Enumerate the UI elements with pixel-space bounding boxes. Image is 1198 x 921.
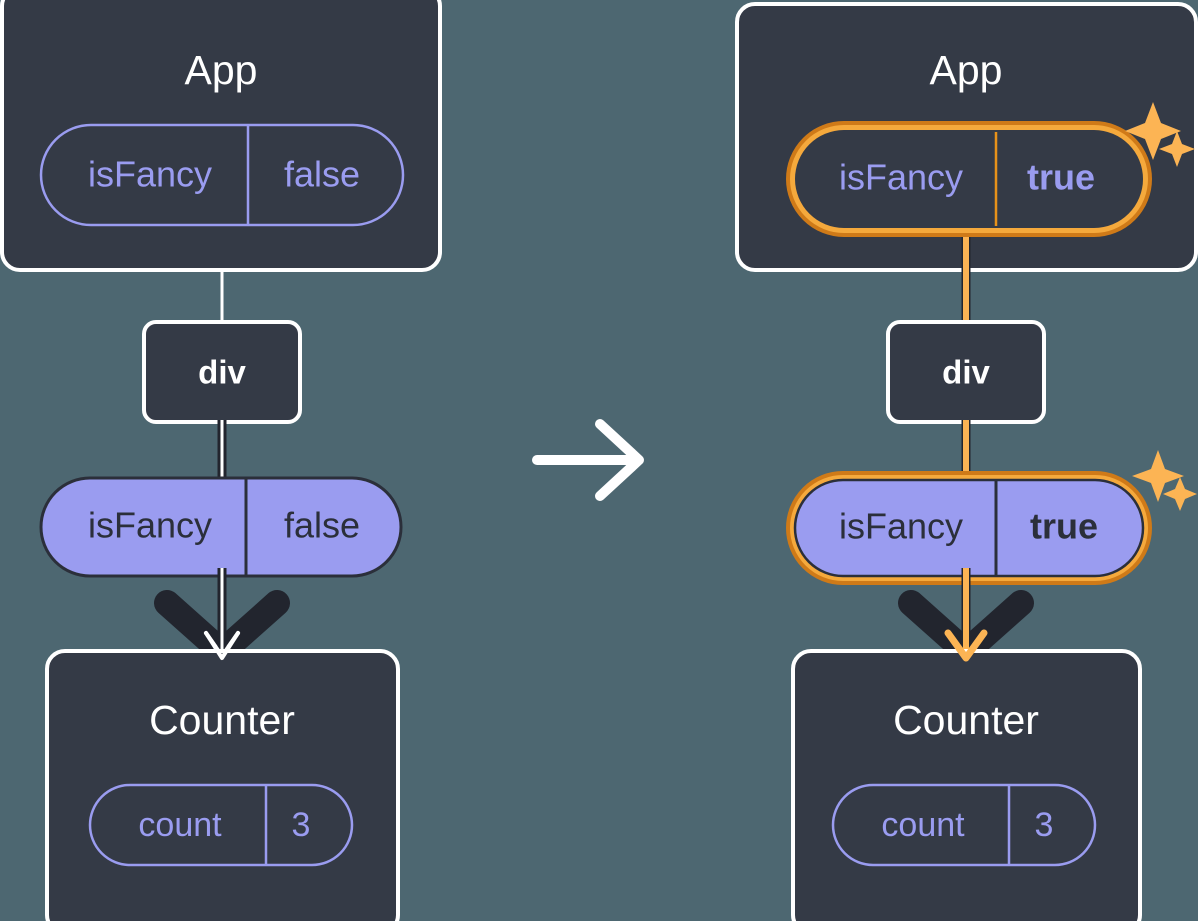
- div-box-before: div: [142, 320, 302, 424]
- counter-pill-name-after: count: [881, 806, 965, 844]
- sparkle-small-prop: [1163, 477, 1197, 511]
- app-title-after: App: [930, 47, 1003, 93]
- prop-pill-name-after: isFancy: [839, 506, 963, 547]
- prop-pill-name-before: isFancy: [88, 505, 212, 546]
- panel-after: App isFancy true: [735, 2, 1198, 921]
- arrowhead-tip-before: [204, 631, 240, 660]
- app-title-before: App: [185, 47, 258, 93]
- sparkle-large-prop: [1132, 450, 1184, 502]
- app-state-pill-value-after: true: [1027, 157, 1095, 198]
- app-state-pill-name-after: isFancy: [839, 157, 963, 198]
- prop-pill-before[interactable]: isFancy false: [39, 476, 403, 578]
- transition-arrow: [532, 419, 644, 501]
- counter-title-after: Counter: [893, 697, 1039, 743]
- div-label-before: div: [198, 354, 246, 391]
- div-box-after: div: [886, 320, 1046, 424]
- counter-title-before: Counter: [149, 697, 295, 743]
- sparkle-large-app: [1125, 102, 1181, 160]
- counter-state-pill-before[interactable]: count 3: [88, 783, 354, 867]
- app-state-pill-before[interactable]: isFancy false: [39, 123, 405, 227]
- panel-before: App isFancy false div: [0, 0, 442, 921]
- arrowhead-after: [944, 629, 988, 662]
- app-state-pill-name-before: isFancy: [88, 154, 212, 195]
- sparkle-small-app: [1159, 131, 1195, 167]
- prop-pill-after[interactable]: isFancy true: [786, 471, 1152, 585]
- prop-pill-value-before: false: [284, 505, 360, 546]
- prop-pill-value-after: true: [1030, 506, 1098, 547]
- app-box-before: App: [0, 0, 442, 272]
- app-state-pill-after[interactable]: isFancy true: [786, 121, 1152, 237]
- counter-state-pill-after[interactable]: count 3: [831, 783, 1097, 867]
- counter-pill-value-after: 3: [1035, 806, 1054, 844]
- div-label-after: div: [942, 354, 990, 391]
- app-state-pill-value-before: false: [284, 154, 360, 195]
- counter-pill-name-before: count: [138, 806, 222, 844]
- counter-pill-value-before: 3: [292, 806, 311, 844]
